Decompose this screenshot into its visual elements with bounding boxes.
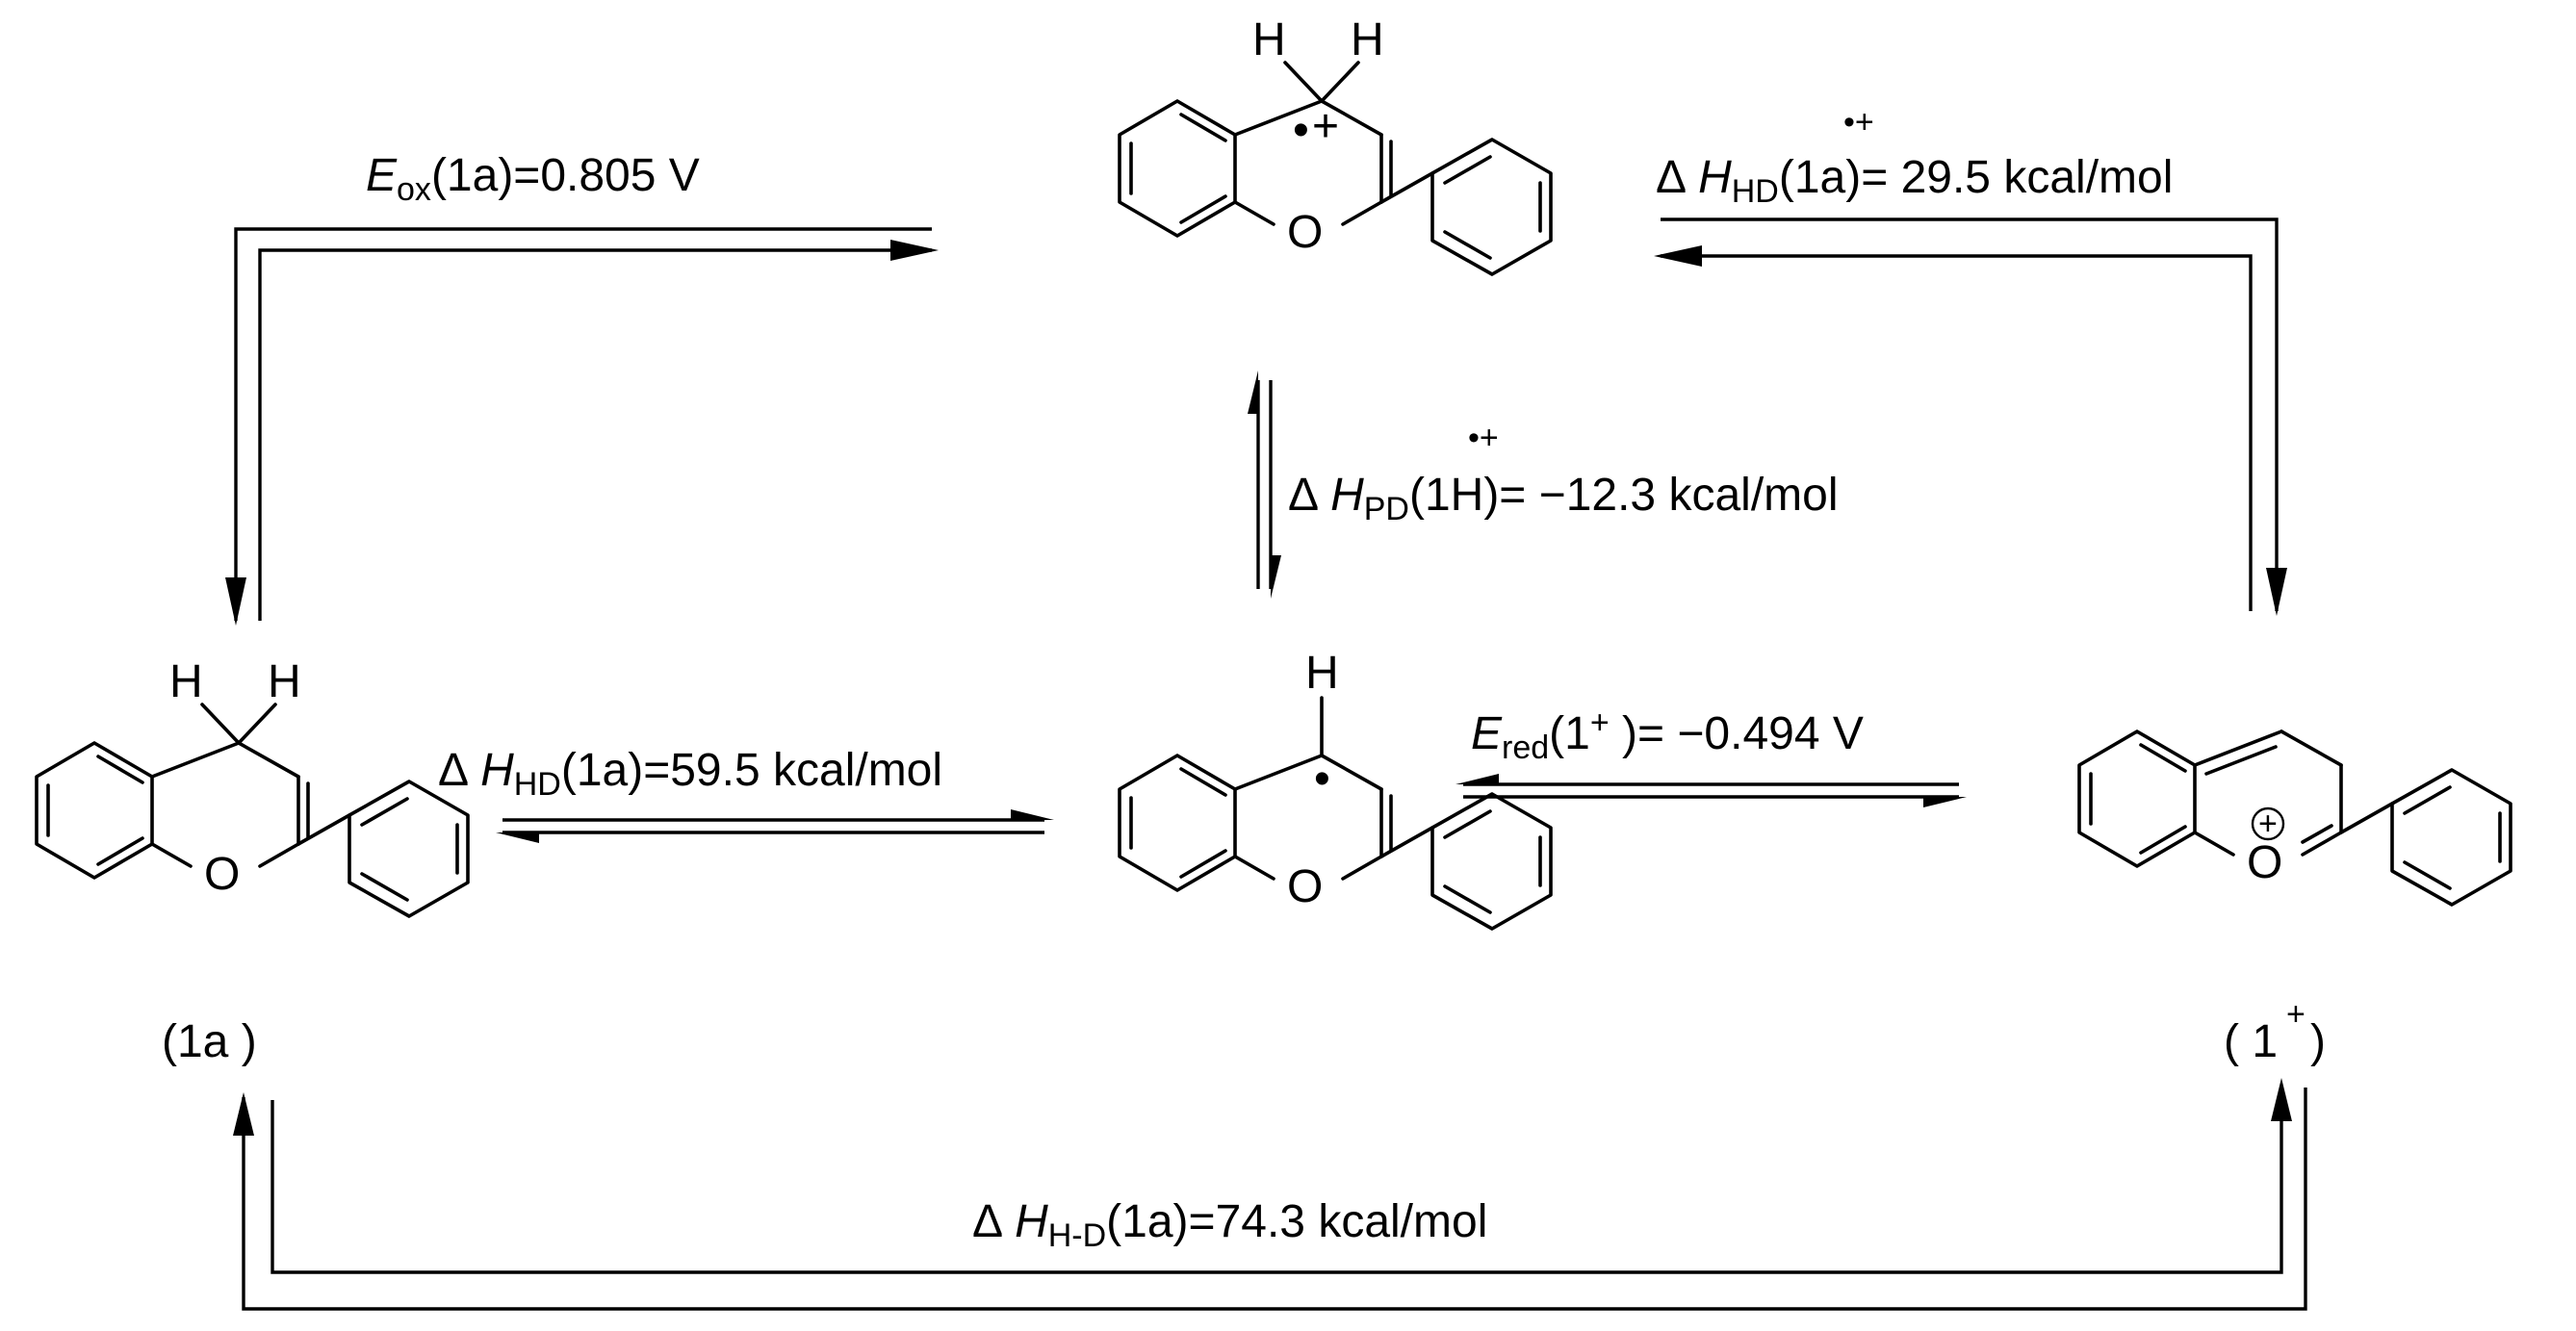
arrow-pd-equilibrium <box>1248 371 1281 599</box>
hd-neutral-sub: HD <box>514 766 561 803</box>
hd-neutral-delta: Δ <box>438 745 469 796</box>
pd-sub: PD <box>1364 491 1409 527</box>
radical-dot: • <box>1314 754 1330 805</box>
radical-1h: H • O <box>1118 648 1553 931</box>
radical-dot: • <box>1293 105 1309 156</box>
ered-label: Ered(1+ )= −0.494 V <box>1471 704 1864 766</box>
pd-delta: Δ <box>1288 470 1319 521</box>
ered-mid: (1 <box>1549 708 1590 759</box>
pd-sym: H <box>1330 470 1364 521</box>
atom-o: O <box>204 849 240 900</box>
arrow-hd-neutral <box>496 809 1054 843</box>
hd-cation-sym: H <box>1698 152 1732 203</box>
atom-h-left: H <box>1252 14 1286 65</box>
hminus-sub: H-D <box>1048 1217 1106 1254</box>
ered-sub: red <box>1502 729 1549 766</box>
atom-h-right: H <box>1351 14 1384 65</box>
arrow-oxidation <box>225 227 939 626</box>
hminus-rest: (1a)=74.3 kcal/mol <box>1106 1196 1487 1247</box>
substrate-1a: H H O <box>35 656 470 918</box>
atom-h: H <box>1305 648 1339 699</box>
ered-sup: + <box>1590 704 1610 741</box>
cation-label: ( 1 + ) <box>2224 996 2326 1067</box>
eox-rest: (1a)=0.805 V <box>431 150 700 201</box>
arrow-hd-cation <box>1654 218 2287 616</box>
ered-rest: )= −0.494 V <box>1610 708 1864 759</box>
charge-plus: + <box>1312 101 1339 152</box>
cation-label-plus: + <box>2286 996 2306 1033</box>
ered-sym: E <box>1471 708 1503 759</box>
radical-cation: H H • + O <box>1118 14 1553 276</box>
charge-plus: + <box>2258 806 2278 842</box>
atom-h-right: H <box>268 656 301 707</box>
hd-cation-delta: Δ <box>1656 152 1687 203</box>
hd-cation-sup: •+ <box>1843 104 1874 141</box>
hd-cation-species: (1a) <box>1779 152 1861 203</box>
cation-label-open: ( 1 <box>2224 1016 2278 1067</box>
hd-neutral-sym: H <box>480 745 514 796</box>
eox-label: Eox(1a)=0.805 V <box>366 150 700 208</box>
atom-h-left: H <box>169 656 203 707</box>
hd-cation-rest: = 29.5 kcal/mol <box>1861 152 2173 203</box>
hd-neutral-rest: (1a)=59.5 kcal/mol <box>561 745 942 796</box>
substrate-label: (1a ) <box>162 1016 257 1067</box>
flavylium-cation: O + <box>2077 729 2512 907</box>
hminus-delta: Δ <box>972 1196 1003 1247</box>
atom-o: O <box>1287 207 1323 258</box>
arrow-ered <box>1455 774 1967 807</box>
atom-o: O <box>2247 837 2282 888</box>
eox-sub: ox <box>397 171 431 208</box>
arrow-hydride <box>233 1078 2307 1311</box>
atom-o: O <box>1287 861 1323 912</box>
hd-cation-sub: HD <box>1732 173 1779 210</box>
pd-rest: = −12.3 kcal/mol <box>1499 470 1838 521</box>
pd-sup: •+ <box>1468 420 1499 456</box>
charge-circle <box>2251 806 2285 841</box>
cation-label-close: ) <box>2310 1016 2326 1067</box>
hminus-sym: H <box>1015 1196 1048 1247</box>
pd-species: (1H) <box>1409 470 1499 521</box>
eox-sym: E <box>366 150 398 201</box>
